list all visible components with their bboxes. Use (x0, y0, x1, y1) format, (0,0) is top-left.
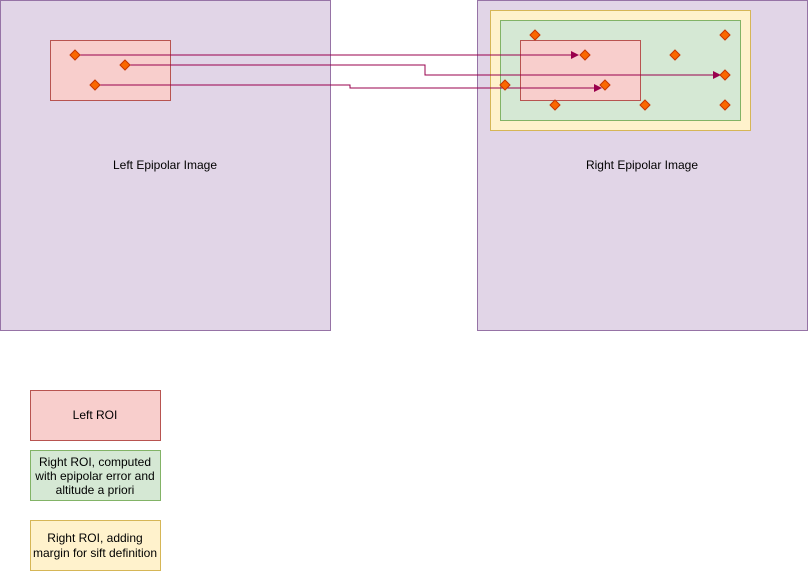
right-keypoint (599, 79, 611, 91)
legend-right-roi-swatch (30, 450, 161, 501)
legend-margin-roi-swatch (30, 520, 161, 571)
right-keypoint (639, 99, 651, 111)
right-keypoint (499, 79, 511, 91)
left-keypoint-3 (89, 79, 101, 91)
match-arrow-3 (95, 84, 602, 92)
right-keypoint (719, 69, 731, 81)
left-keypoint-1 (69, 49, 81, 61)
legend-right-roi-label-line1: Right ROI, computed (39, 455, 151, 469)
match-arrow-2 (125, 64, 721, 79)
legend-right-roi-label-line2: with epipolar error and (34, 469, 154, 483)
right-keypoint (549, 99, 561, 111)
legend-left-roi-swatch (30, 390, 161, 441)
right-keypoint (719, 29, 731, 41)
legend-left-roi-label: Left ROI (73, 408, 118, 422)
right-keypoint (529, 29, 541, 41)
right-epipolar-image-label: Right Epipolar Image (586, 158, 698, 172)
left-roi-box (50, 40, 171, 101)
legend-right-roi-label-line3: altitude a priori (56, 483, 135, 497)
right-projected-roi-box (520, 40, 641, 101)
left-epipolar-image-label: Left Epipolar Image (113, 158, 217, 172)
right-keypoint (579, 49, 591, 61)
right-keypoint (719, 99, 731, 111)
legend-margin-roi-label-line2: margin for sift definition (33, 546, 157, 560)
right-keypoint (669, 49, 681, 61)
left-keypoint-2 (119, 59, 131, 71)
legend-margin-roi-label-line1: Right ROI, adding (47, 531, 142, 545)
